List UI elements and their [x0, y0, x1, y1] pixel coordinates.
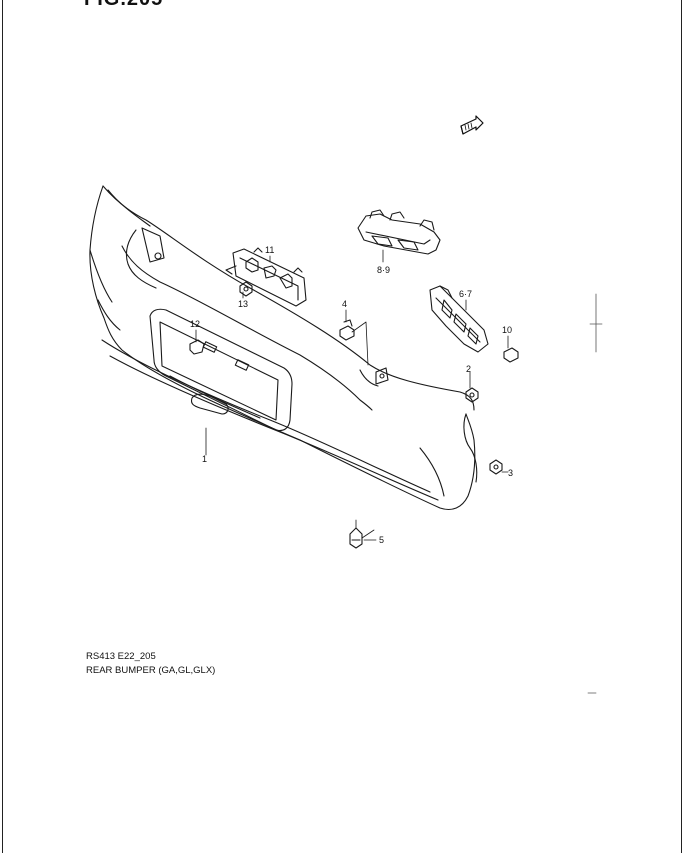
clip-12 — [189, 339, 205, 355]
page-border-right — [681, 0, 682, 853]
callout-2: 2 — [466, 364, 471, 374]
bolt-4 — [339, 319, 355, 341]
figure-title: FIG.205 — [84, 0, 163, 11]
margin-mark — [589, 293, 603, 353]
callout-3: 3 — [508, 468, 513, 478]
fwd-arrow-icon — [460, 115, 484, 135]
callout-11: 11 — [265, 245, 274, 255]
nut-2 — [465, 387, 479, 403]
screw-3 — [489, 459, 503, 475]
callout-4: 4 — [342, 299, 347, 309]
bracket-6-7 — [429, 285, 489, 353]
clip-13 — [239, 281, 253, 297]
rear-bumper-cover — [89, 185, 478, 511]
callout-12: 12 — [190, 319, 200, 329]
callout-13: 13 — [238, 299, 248, 309]
caption-description: REAR BUMPER (GA,GL,GLX) — [86, 665, 216, 676]
callout-1: 1 — [202, 454, 207, 464]
callout-8-9: 8·9 — [377, 265, 390, 275]
bracket-8-9 — [357, 209, 441, 255]
leader-lines — [195, 249, 509, 541]
callout-6-7: 6·7 — [459, 289, 472, 299]
bolt-10 — [503, 347, 519, 363]
callout-10: 10 — [502, 325, 512, 335]
page-border-left — [2, 0, 3, 853]
clip-5 — [349, 527, 363, 549]
callout-5: 5 — [379, 535, 384, 545]
caption-code: RS413 E22_205 — [86, 651, 156, 662]
bracket-11 — [225, 247, 307, 307]
